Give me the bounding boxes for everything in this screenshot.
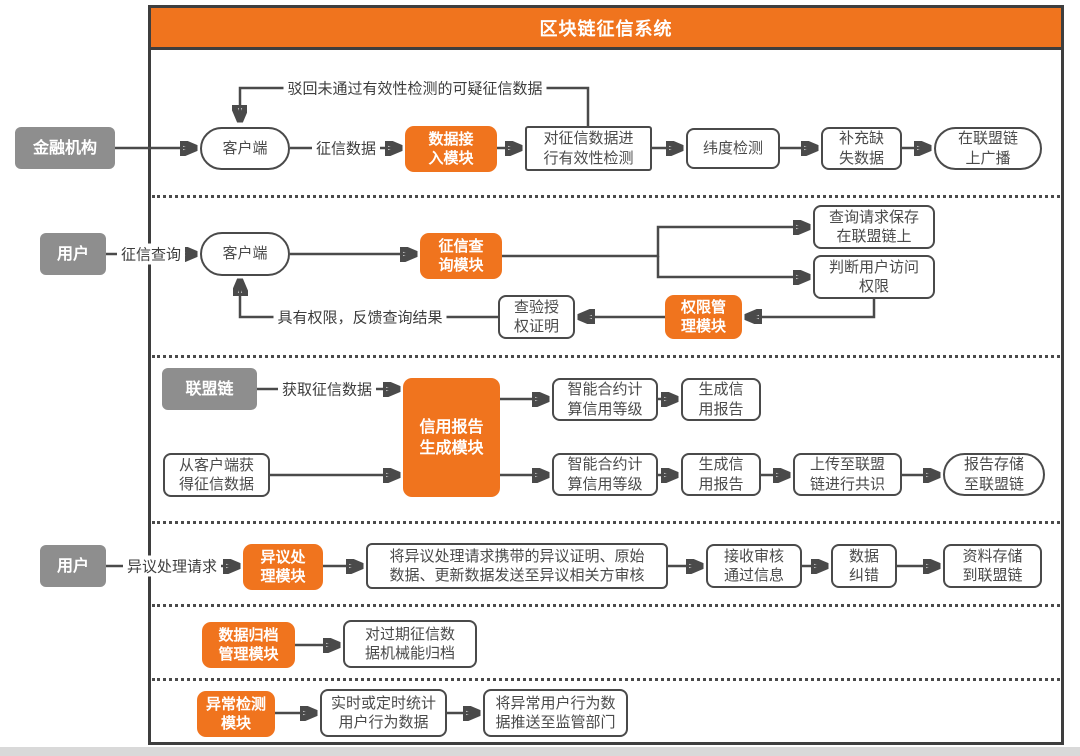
edge-label-dispute-request: 异议处理请求 bbox=[122, 555, 222, 577]
lane-separator-2 bbox=[152, 355, 1060, 358]
node-generate-report-1: 生成信 用报告 bbox=[681, 378, 761, 421]
node-client-2: 客户端 bbox=[200, 232, 290, 276]
node-material-store: 资料存储 到联盟链 bbox=[943, 544, 1042, 588]
node-stat-behavior: 实时或定时统计 用户行为数据 bbox=[320, 689, 447, 737]
node-smart-contract-1: 智能合约计 算信用等级 bbox=[552, 378, 658, 421]
node-report-store: 报告存储 至联盟链 bbox=[943, 453, 1045, 496]
edge-label-credit-query: 征信查询 bbox=[116, 243, 186, 265]
module-anomaly-detection: 异常检测 模块 bbox=[197, 691, 275, 737]
bottom-strip bbox=[0, 747, 1080, 756]
node-smart-contract-2: 智能合约计 算信用等级 bbox=[552, 453, 658, 496]
lane-separator-4 bbox=[152, 604, 1060, 607]
node-dimension-check: 纬度检测 bbox=[686, 128, 780, 169]
edge-label-reject: 驳回未通过有效性检测的可疑征信数据 bbox=[283, 77, 547, 99]
module-data-archive: 数据归档 管理模块 bbox=[202, 622, 295, 668]
edge-judge-perm bbox=[748, 299, 876, 317]
node-upload-consensus: 上传至联盟 链进行共识 bbox=[793, 453, 902, 496]
module-credit-query: 征信查 询模块 bbox=[420, 233, 502, 279]
edge-query-judge bbox=[656, 256, 807, 277]
node-client-1: 客户端 bbox=[200, 127, 290, 170]
node-send-review: 将异议处理请求携带的异议证明、原始 数据、更新数据发送至异议相关方审核 bbox=[366, 543, 668, 589]
module-dispute-handling: 异议处 理模块 bbox=[243, 544, 323, 590]
node-save-request: 查询请求保存 在联盟链上 bbox=[813, 205, 935, 249]
node-receive-approval: 接收审核 通过信息 bbox=[706, 544, 802, 588]
node-data-correction: 数据 纠错 bbox=[831, 544, 897, 588]
actor-user-dispute: 用户 bbox=[40, 545, 106, 587]
node-judge-access: 判断用户访问 权限 bbox=[813, 255, 935, 299]
module-data-access: 数据接 入模块 bbox=[405, 126, 497, 172]
lane-separator-3 bbox=[152, 521, 1060, 524]
node-broadcast-chain: 在联盟链 上广播 bbox=[934, 127, 1042, 170]
node-validity-check: 对征信数据进 行有效性检测 bbox=[525, 126, 652, 171]
module-permission-mgmt: 权限管 理模块 bbox=[665, 295, 742, 339]
node-push-regulator: 将异常用户行为数 据推送至监管部门 bbox=[483, 689, 628, 737]
node-from-client-data: 从客户端获 得征信数据 bbox=[163, 453, 270, 497]
module-report-generation: 信用报告 生成模块 bbox=[403, 378, 500, 497]
node-fill-missing-data: 补充缺 失数据 bbox=[821, 127, 902, 170]
edge-label-feedback-result: 具有权限，反馈查询结果 bbox=[273, 306, 447, 328]
actor-consortium-chain: 联盟链 bbox=[162, 368, 257, 410]
actor-user-query: 用户 bbox=[40, 233, 106, 275]
lane-separator-5 bbox=[152, 678, 1060, 681]
edge-label-credit-data: 征信数据 bbox=[311, 137, 381, 159]
node-verify-auth: 查验授 权证明 bbox=[498, 295, 575, 339]
edge-label-get-credit-data: 获取征信数据 bbox=[277, 378, 377, 400]
edge-query-save bbox=[502, 227, 807, 258]
node-generate-report-2: 生成信 用报告 bbox=[681, 453, 761, 496]
actor-financial-institution: 金融机构 bbox=[15, 127, 115, 169]
diagram-title: 区块链征信系统 bbox=[148, 5, 1064, 50]
node-archive-expired: 对过期征信数 据机械能归档 bbox=[343, 620, 477, 668]
lane-separator-1 bbox=[152, 195, 1060, 198]
